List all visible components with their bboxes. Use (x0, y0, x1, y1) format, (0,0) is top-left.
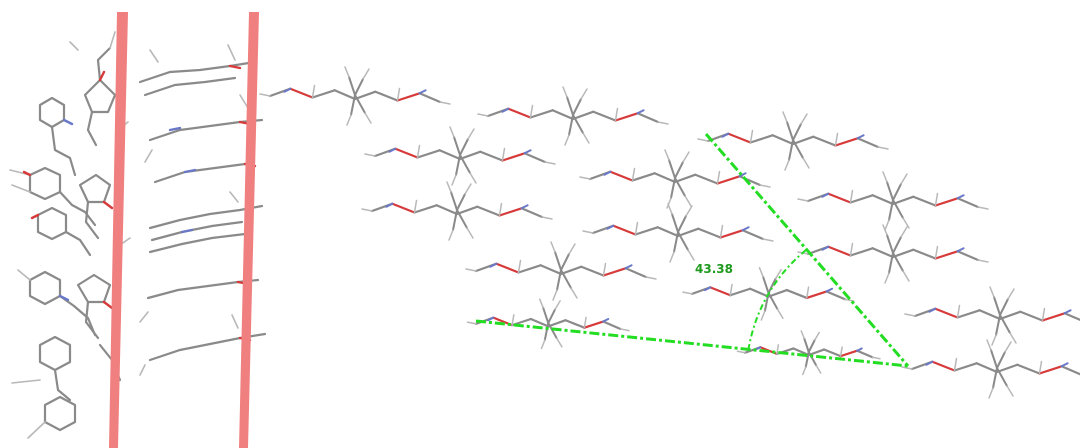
plane-right (239, 12, 259, 448)
molecule-10 (697, 111, 889, 171)
molecule-8 (582, 203, 774, 263)
molecule-3 (361, 181, 553, 241)
angle-label: 43.38 (695, 262, 733, 276)
measure-line-lower (475, 319, 909, 368)
molecule-2 (364, 126, 556, 186)
molecule-4 (477, 86, 669, 146)
plane-left (109, 12, 128, 448)
molecule-7 (579, 149, 771, 209)
molecule-1 (259, 66, 451, 126)
stacked-molecule-column (9, 31, 131, 439)
measure-line-upper (704, 133, 910, 367)
angle-arc (747, 249, 807, 353)
molecule-5 (465, 241, 657, 301)
projection-planes (109, 12, 259, 448)
molecule-6 (466, 298, 630, 350)
molecule-15 (904, 286, 1080, 346)
molecule-11 (797, 171, 989, 231)
molecule-14 (901, 339, 1080, 399)
angle-measurement: 43.38 (475, 133, 910, 368)
molecule-13 (736, 330, 881, 376)
molecule-layer (259, 66, 1080, 399)
